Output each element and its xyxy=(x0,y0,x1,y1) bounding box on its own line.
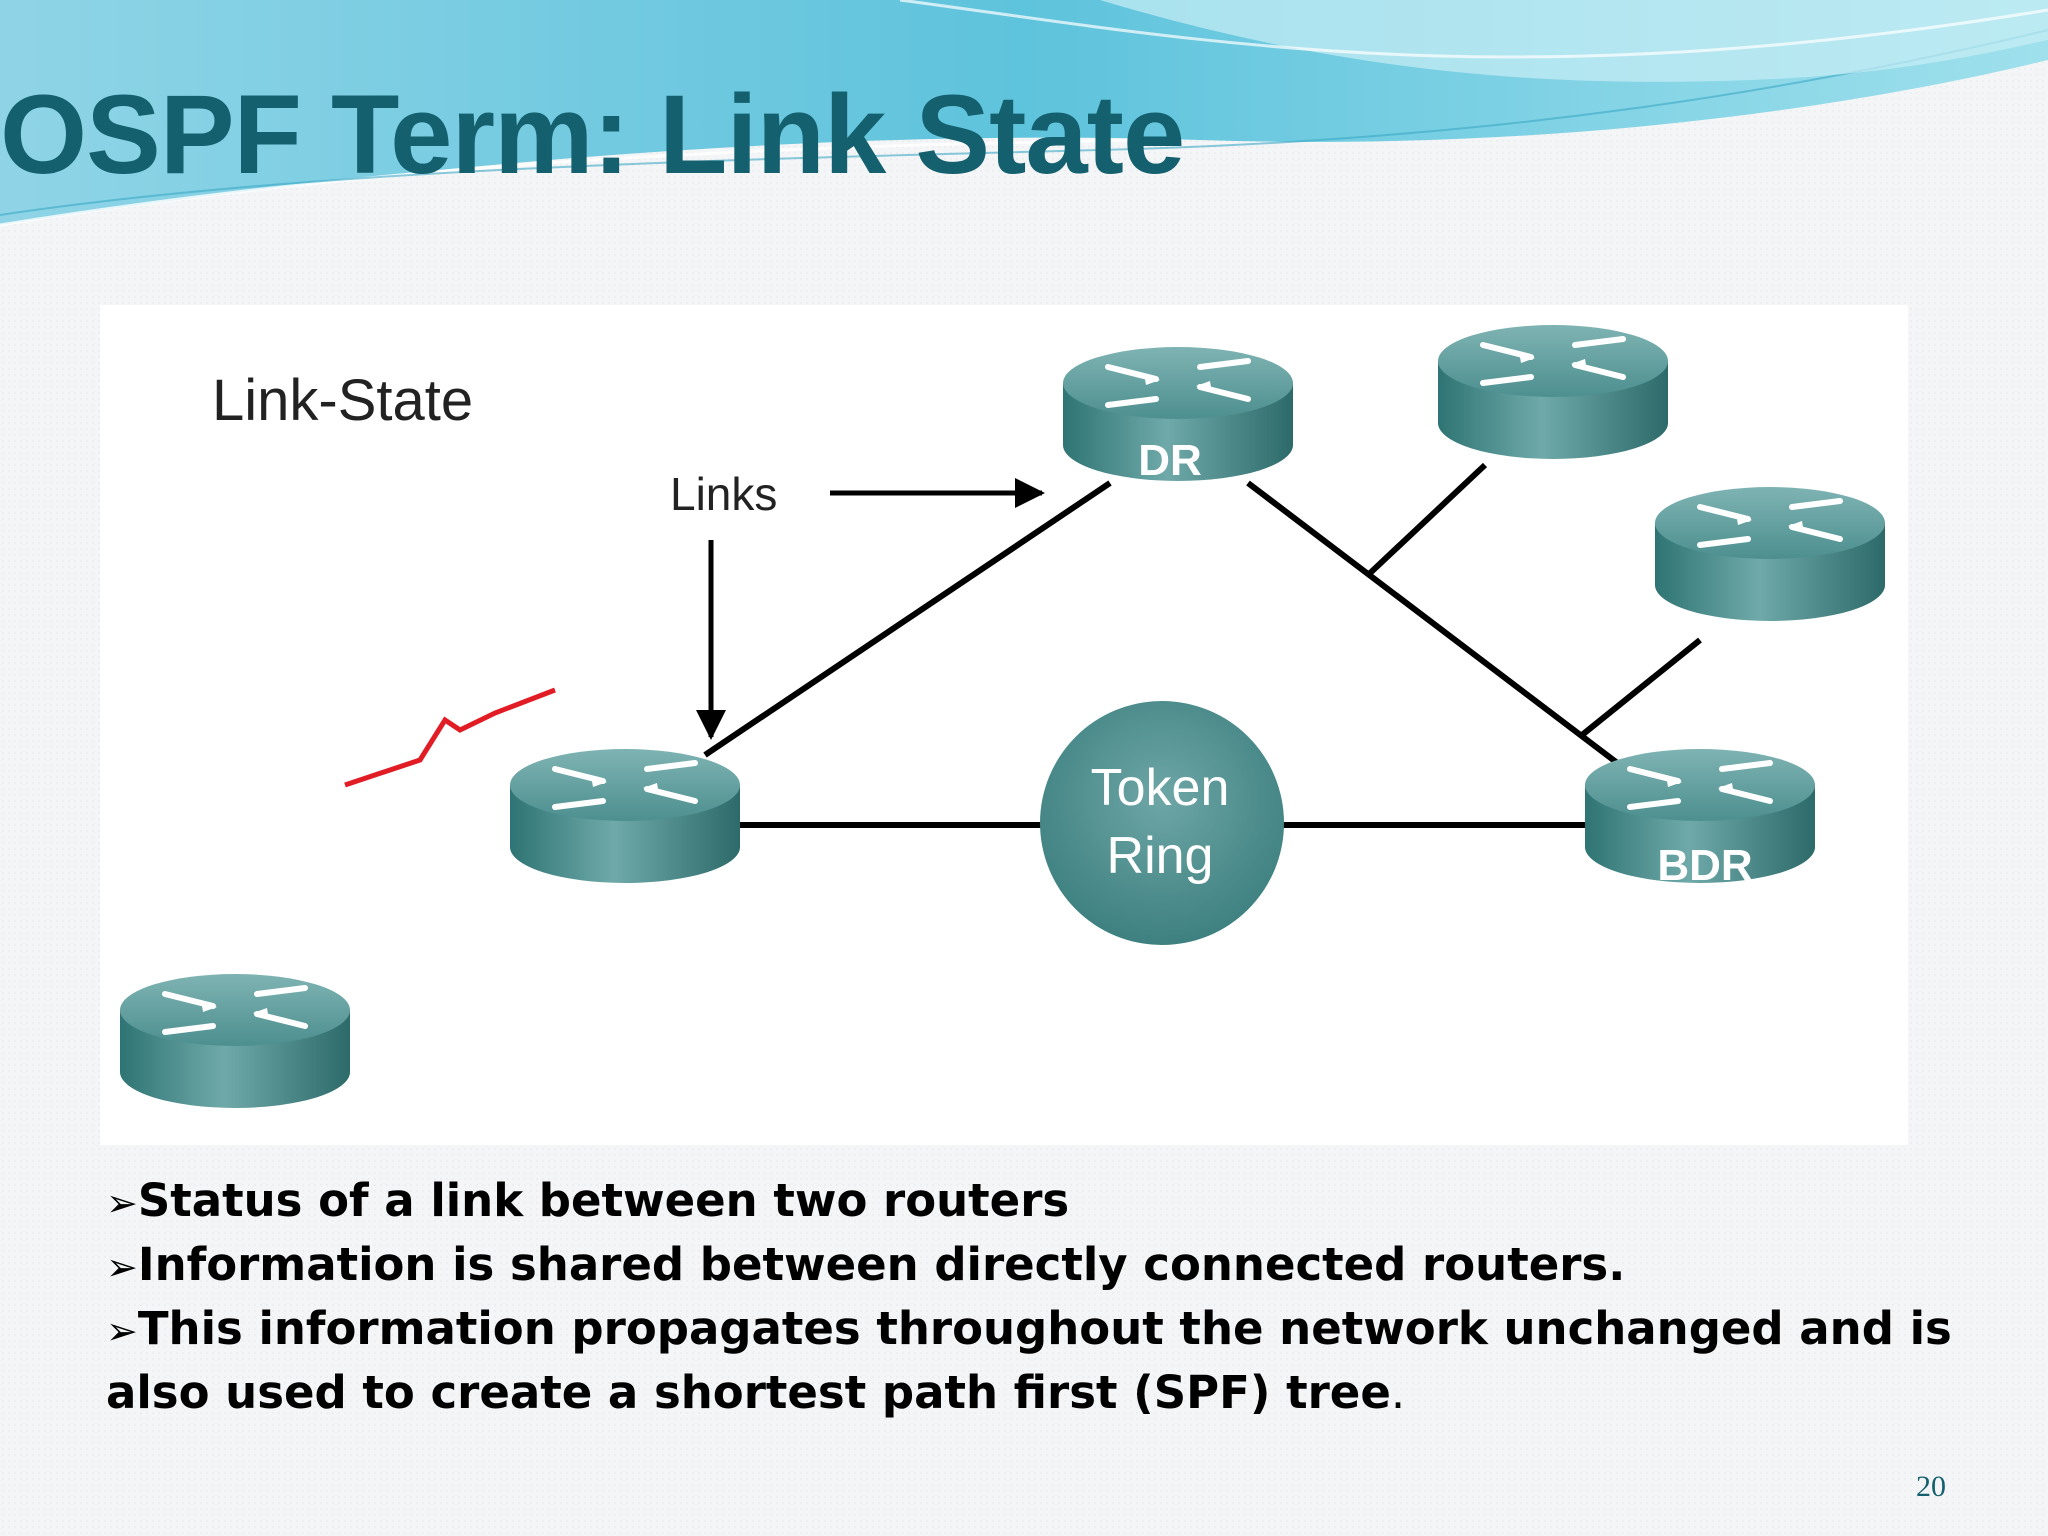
link-dr-branch xyxy=(1365,462,1488,578)
dr-label: DR xyxy=(1138,436,1202,485)
router-bottom-left xyxy=(120,974,350,1108)
header-wave-decoration xyxy=(0,0,2048,227)
bullet-arrow-icon: ➢ xyxy=(106,1309,138,1353)
link-dr-bdr xyxy=(1246,480,1622,768)
bullet-item: ➢This information propagates throughout … xyxy=(106,1298,1986,1423)
token-ring xyxy=(1040,701,1284,945)
bullet-arrow-icon: ➢ xyxy=(106,1245,138,1289)
bullet-text: Status of a link between two routers xyxy=(137,1174,1070,1227)
router-right xyxy=(1655,487,1885,621)
link-left-dr xyxy=(703,480,1112,758)
token-ring-label-line1: Token xyxy=(1091,759,1230,817)
page-number: 20 xyxy=(1916,1470,1946,1503)
router-top-right xyxy=(1438,325,1668,459)
bullet-arrow-icon: ➢ xyxy=(106,1181,138,1225)
diagram-heading: Link-State xyxy=(212,368,473,433)
links-label: Links xyxy=(670,468,777,520)
link-bdr-branch xyxy=(1580,637,1702,738)
bullet-item: ➢Information is shared between directly … xyxy=(106,1234,1986,1298)
bullet-text: This information propagates throughout t… xyxy=(106,1302,1952,1419)
router-left xyxy=(510,749,740,883)
token-ring-label-line2: Ring xyxy=(1107,827,1214,885)
bullet-period: . xyxy=(1390,1366,1406,1419)
bullet-text: Information is shared between directly c… xyxy=(137,1238,1626,1291)
slide-title: OSPF Term: Link State xyxy=(0,72,1185,197)
bdr-label: BDR xyxy=(1657,841,1752,890)
bullet-item: ➢Status of a link between two routers xyxy=(106,1170,1986,1234)
serial-link xyxy=(344,687,556,788)
network-diagram: Link-State Links DR BDR Token Ring xyxy=(100,305,1908,1145)
bullet-list: ➢Status of a link between two routers ➢I… xyxy=(106,1170,1986,1423)
